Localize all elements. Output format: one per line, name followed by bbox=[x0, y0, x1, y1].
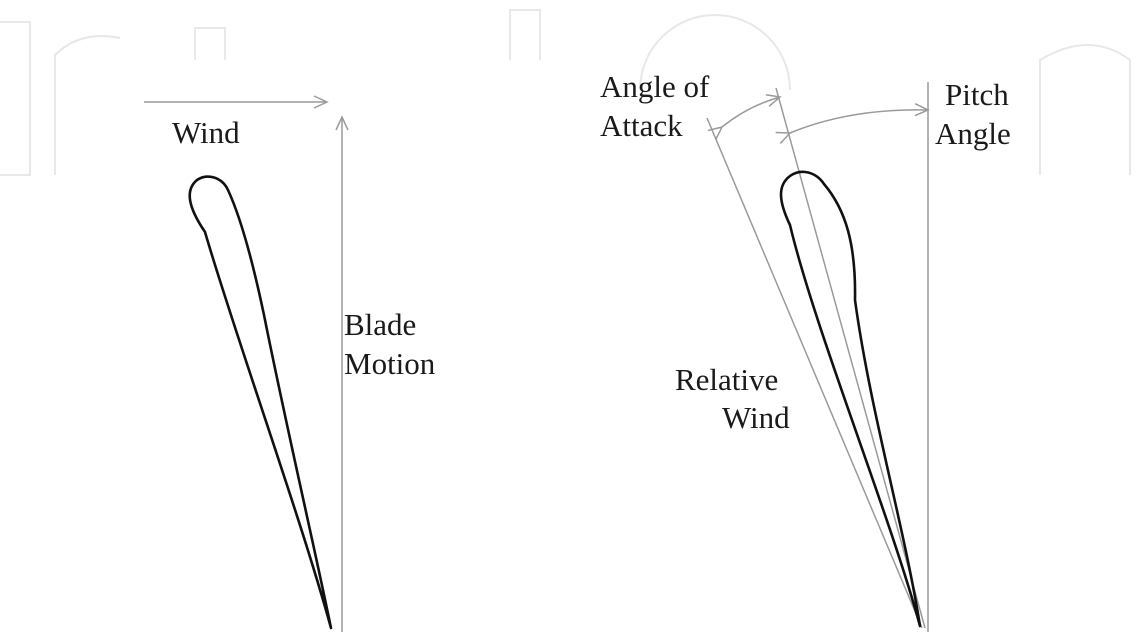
pitch-angle-label: Pitch Angle bbox=[935, 77, 1016, 151]
pitch-angle-label-line2: Angle bbox=[935, 116, 1011, 151]
pitch-angle-arc bbox=[775, 102, 930, 145]
wind-label: Wind bbox=[172, 115, 240, 150]
angle-of-attack-label-line2: Attack bbox=[600, 108, 683, 143]
blade-motion-label-line2: Motion bbox=[344, 346, 436, 381]
angle-of-attack-arc bbox=[707, 94, 782, 141]
right-panel: Angle of Attack Pitch Angle Relative Win… bbox=[600, 69, 1016, 632]
chord-line bbox=[775, 87, 926, 629]
left-panel: Wind Blade Motion bbox=[144, 95, 436, 632]
relative-wind-line bbox=[706, 117, 923, 629]
angle-of-attack-label-line1: Angle of bbox=[600, 69, 710, 104]
airfoil-left bbox=[188, 175, 333, 630]
relative-wind-label-line1: Relative bbox=[675, 362, 778, 397]
relative-wind-label-line2: Wind bbox=[722, 400, 790, 435]
angle-of-attack-label: Angle of Attack bbox=[600, 69, 717, 143]
blade-motion-label-line1: Blade bbox=[344, 307, 416, 342]
watermark-outline bbox=[0, 9, 1131, 176]
relative-wind-label: Relative Wind bbox=[675, 362, 790, 435]
airfoil-right bbox=[779, 170, 922, 628]
pitch-angle-label-line1: Pitch bbox=[945, 77, 1009, 112]
blade-motion-label: Blade Motion bbox=[344, 307, 436, 381]
